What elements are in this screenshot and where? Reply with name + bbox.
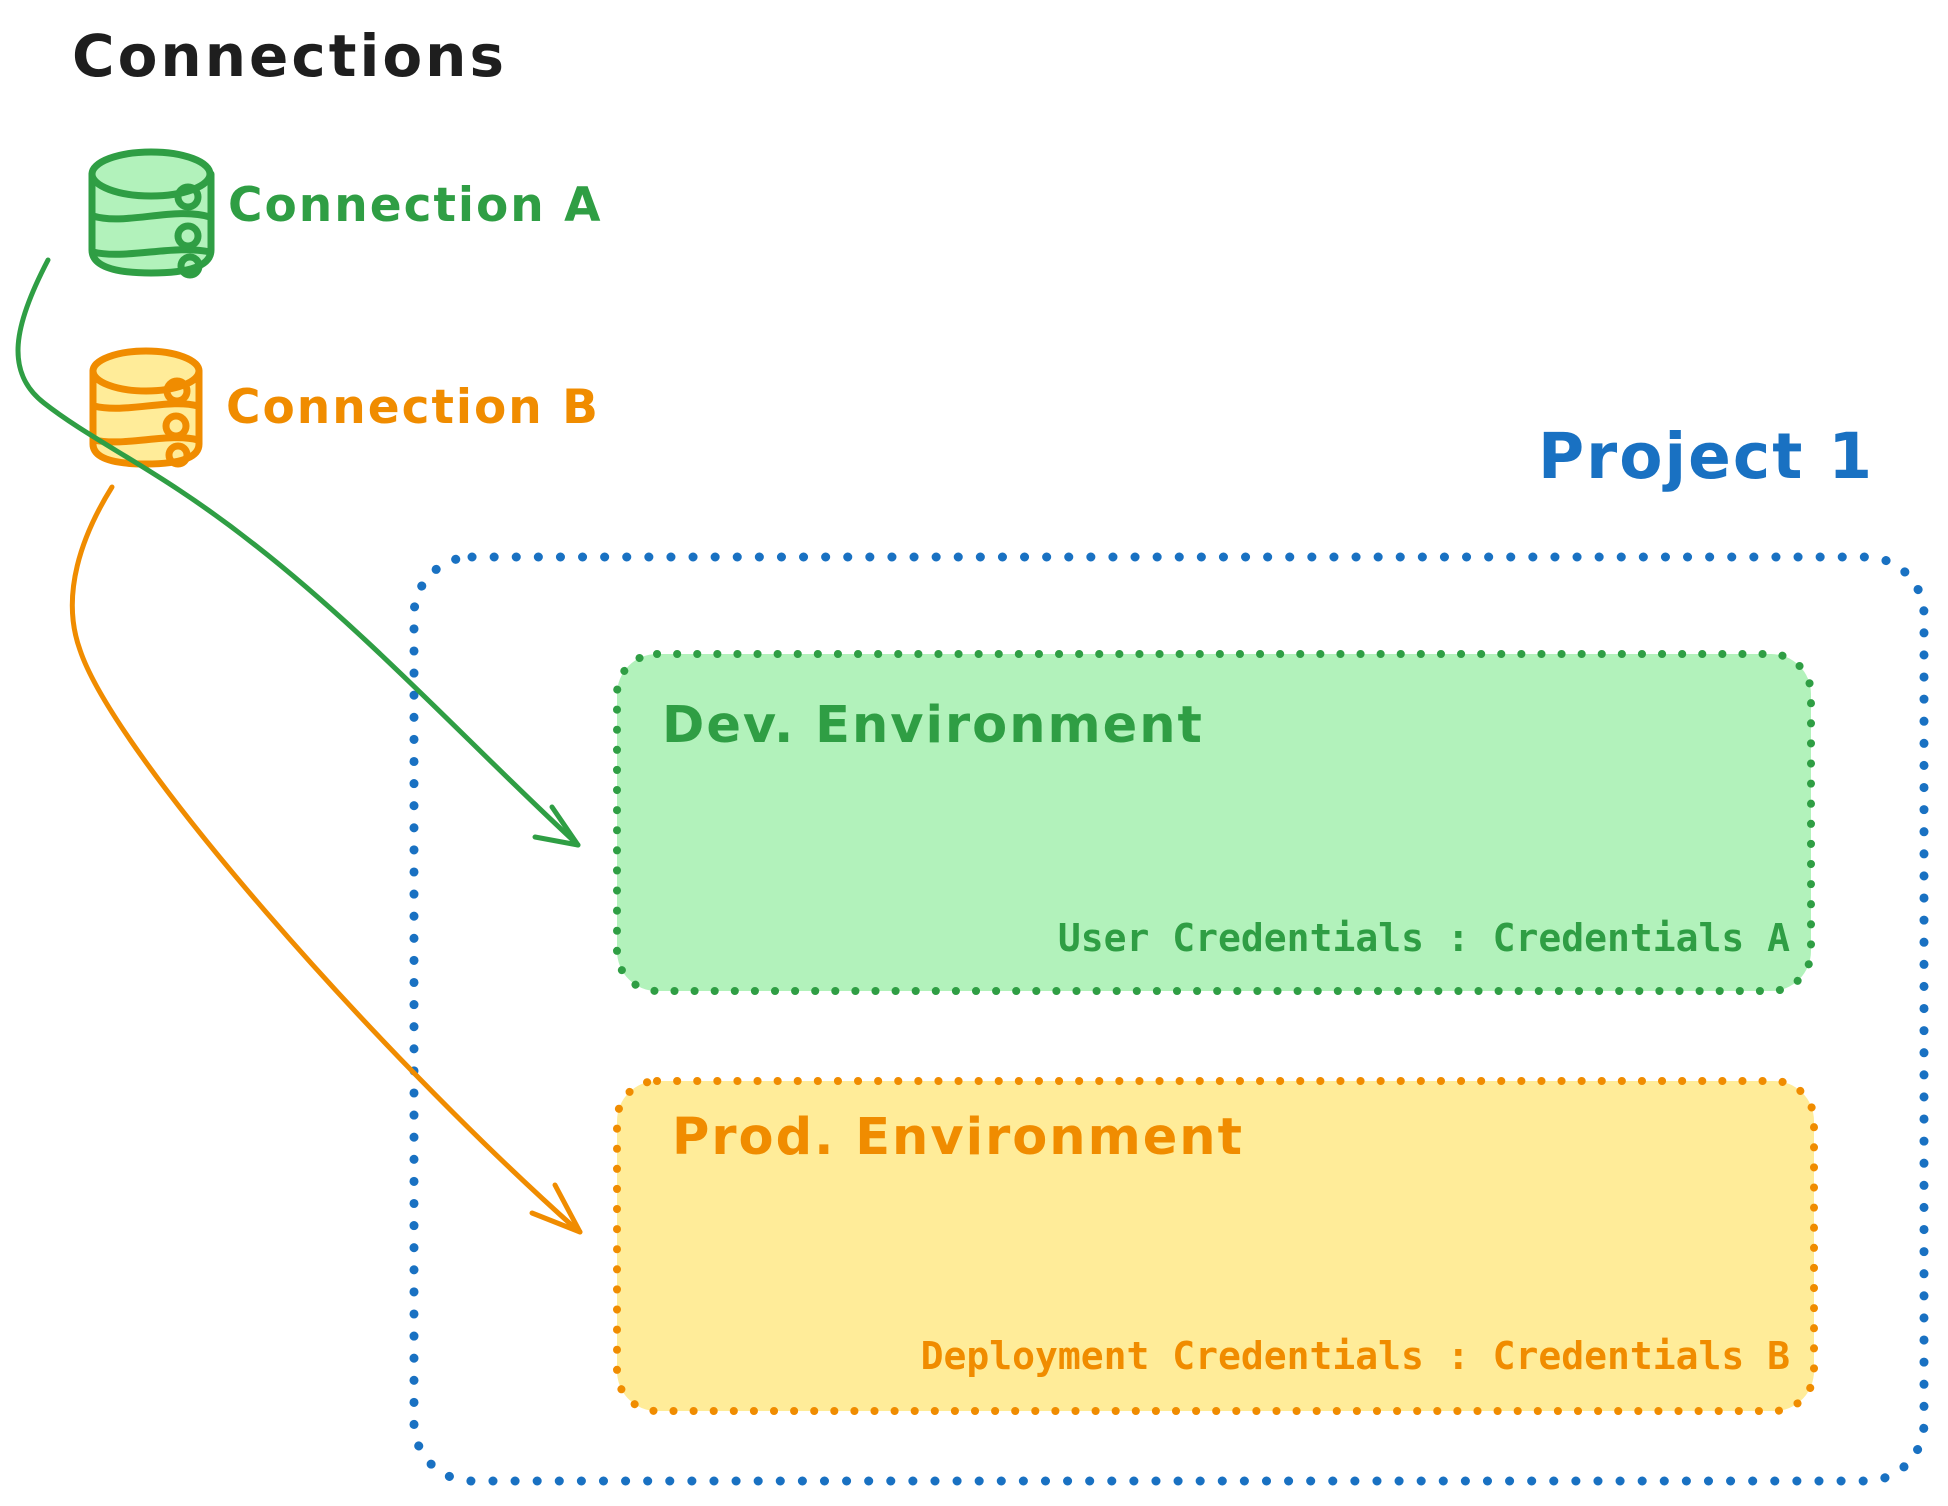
dev-environment-credentials: User Credentials : Credentials A (1057, 916, 1790, 960)
dev-environment-title: Dev. Environment (662, 696, 1204, 755)
connection-a-label: Connection A (228, 178, 603, 233)
prod-environment-credentials: Deployment Credentials : Credentials B (920, 1334, 1790, 1378)
prod-environment-title: Prod. Environment (672, 1108, 1244, 1167)
prod-environment-box (613, 1077, 1818, 1415)
arrow-connection-a-to-dev (15, 257, 581, 848)
arrow-connection-b-to-prod (69, 484, 583, 1235)
project-1-label: Project 1 (1538, 420, 1875, 493)
database-icon-connection-b (89, 347, 203, 468)
dev-environment-box (613, 650, 1815, 995)
diagram-title: Connections (72, 22, 507, 90)
database-icon-connection-a (88, 148, 215, 279)
connection-b-label: Connection B (226, 380, 600, 435)
